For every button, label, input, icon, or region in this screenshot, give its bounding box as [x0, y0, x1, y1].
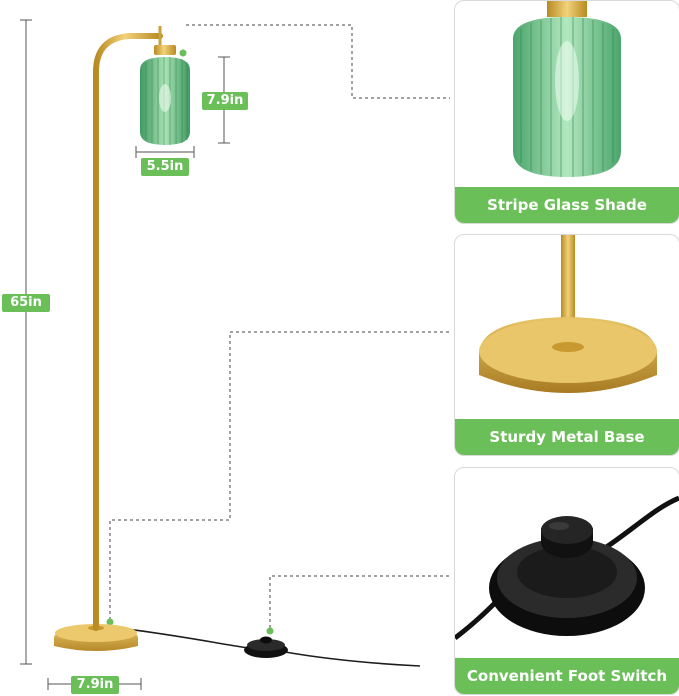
metal-base-closeup [479, 235, 657, 393]
panel-metal-base: Sturdy Metal Base [454, 234, 679, 456]
shade-width-label: 5.5in [141, 158, 189, 176]
power-cord [117, 627, 421, 667]
caption-foot-switch: Convenient Foot Switch [455, 658, 679, 694]
foot-switch-closeup [455, 495, 679, 640]
glass-shade [140, 57, 190, 145]
lamp-pole [93, 33, 163, 631]
foot-switch [244, 636, 288, 658]
total-height-label: 65in [2, 294, 50, 312]
callout-dot-switch [266, 627, 274, 635]
callout-dot-base [106, 618, 114, 626]
callout-lines [109, 24, 450, 628]
panel-foot-switch: Convenient Foot Switch [454, 467, 679, 695]
shade-width-dimension-line [135, 146, 195, 158]
base-width-label: 7.9in [71, 676, 119, 694]
glass-shade-closeup [513, 1, 621, 177]
shade-cap [154, 45, 176, 55]
shade-height-label: 7.9in [202, 92, 248, 110]
panel-glass-shade: Stripe Glass Shade [454, 0, 679, 224]
height-dimension-line [20, 19, 32, 665]
caption-metal-base: Sturdy Metal Base [455, 419, 679, 455]
callout-dot-shade [179, 49, 187, 57]
caption-glass-shade: Stripe Glass Shade [455, 187, 679, 223]
lamp-base [54, 624, 138, 651]
